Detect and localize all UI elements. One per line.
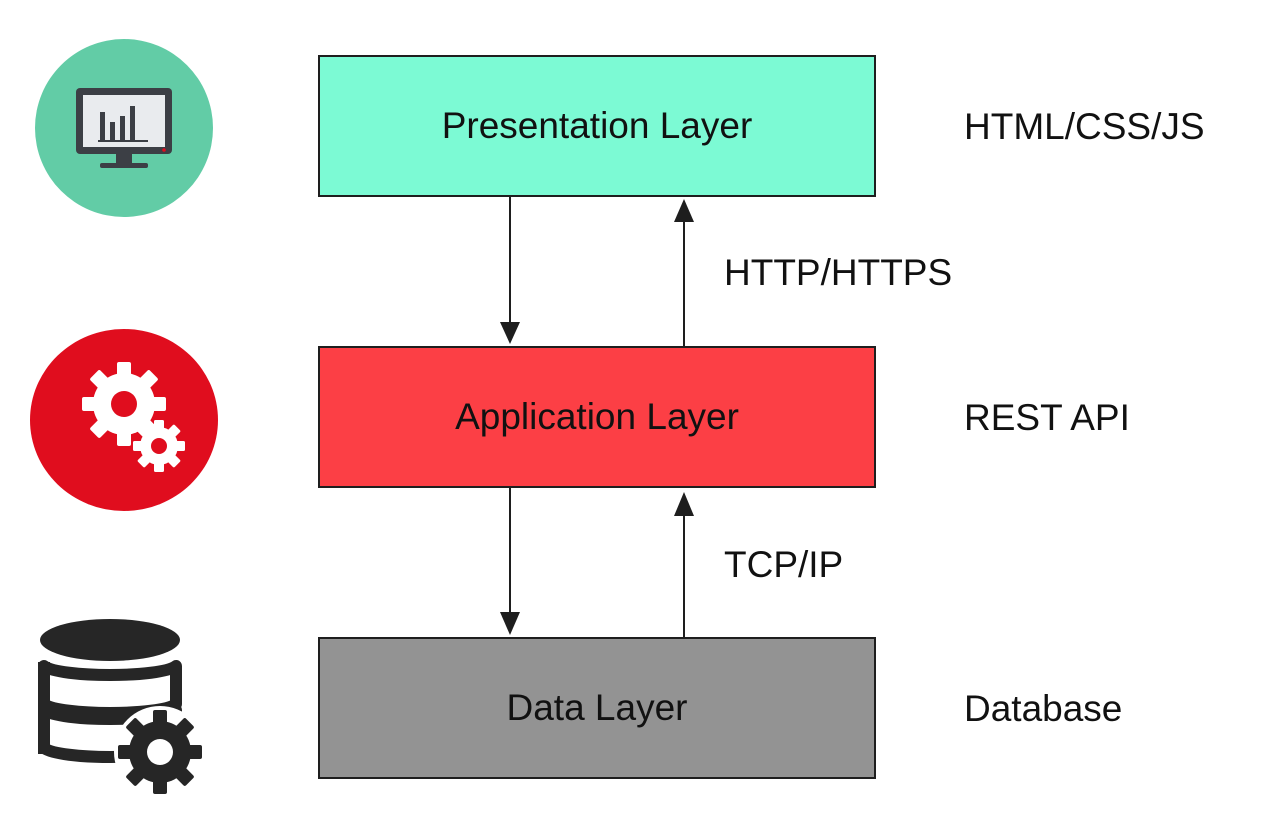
protocol-label-tcp: TCP/IP [724,544,844,585]
tech-label-database: Database [964,688,1123,729]
data-layer-label: Data Layer [506,687,688,728]
presentation-layer-label: Presentation Layer [441,105,753,146]
gears-icon [30,329,218,511]
presentation-layer-box: Presentation Layer [318,55,876,197]
tech-label-html-css-js: HTML/CSS/JS [964,106,1205,147]
application-layer-box: Application Layer [318,346,876,488]
data-layer-box: Data Layer [318,637,876,779]
application-layer-label: Application Layer [455,396,739,437]
monitor-chart-icon [35,39,213,217]
protocol-label-http: HTTP/HTTPS [724,252,953,293]
tech-label-rest-api: REST API [964,397,1130,438]
database-gear-icon [38,619,206,798]
